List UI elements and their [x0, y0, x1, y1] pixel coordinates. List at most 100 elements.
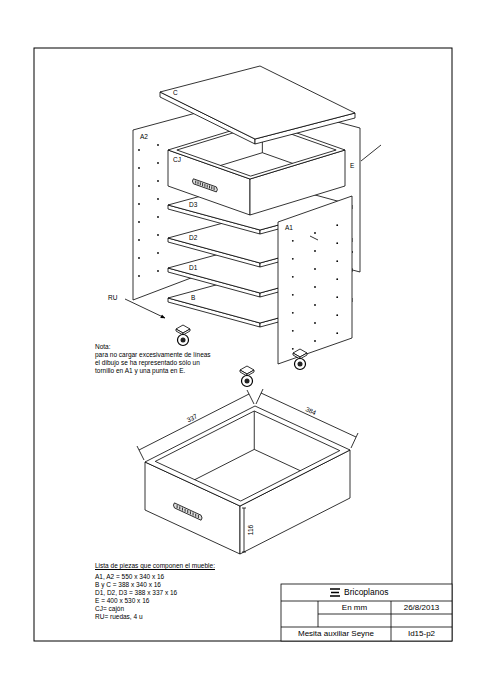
dimension-tick — [242, 508, 246, 509]
handle-grip — [202, 183, 203, 186]
wheel — [295, 359, 306, 370]
parts-list-item: E = 400 x 530 x 16 — [95, 597, 149, 605]
dimension-value: 384 — [304, 405, 317, 417]
dimension-line — [244, 508, 245, 552]
wheel-hub — [298, 362, 303, 367]
screw-hole — [314, 250, 316, 252]
screw-hole — [138, 167, 140, 169]
handle-grip — [214, 187, 215, 190]
note-heading: Nota: — [95, 343, 111, 351]
handle-grip — [190, 511, 191, 514]
screw-hole — [138, 185, 140, 187]
screw-hole — [292, 294, 294, 296]
drawer-inner-edge — [254, 411, 255, 449]
screw-hole — [292, 258, 294, 260]
screw-hole — [138, 149, 140, 151]
handle-grip — [177, 505, 178, 508]
drawer-handle — [173, 503, 202, 520]
part-name: D3 — [189, 201, 197, 209]
part-name: E — [350, 162, 354, 170]
screw-hole — [138, 257, 140, 259]
screw-hole — [157, 180, 159, 182]
dimension-line — [139, 394, 249, 450]
screw-hole — [336, 260, 338, 262]
wheel — [178, 335, 189, 346]
top-board — [160, 66, 355, 139]
extension-line — [247, 390, 254, 404]
screw-hole — [157, 234, 159, 236]
handle-grip — [195, 514, 196, 517]
screw-hole — [138, 221, 140, 223]
note-text: para no cargar excesivamente de líneas e… — [95, 351, 217, 374]
screw-hole — [336, 296, 338, 298]
screw-hole — [336, 332, 338, 334]
part-name: D1 — [189, 264, 197, 272]
screw-hole — [292, 330, 294, 332]
parts-list-item: RU= ruedas, 4 u — [95, 613, 143, 621]
drawer-inner-edge — [144, 449, 254, 505]
drawer-detail — [145, 406, 350, 506]
drawer-inner-edge — [254, 449, 349, 493]
page-frame — [34, 48, 452, 641]
handle-grip — [193, 513, 194, 516]
leader-line — [125, 299, 165, 318]
screw-hole — [314, 340, 316, 342]
handle-grip — [185, 509, 186, 512]
part-name: C — [173, 89, 178, 97]
date-cell: 26/8/2013 — [391, 603, 452, 613]
screw-hole — [336, 224, 338, 226]
screw-hole — [292, 240, 294, 242]
handle-grip — [204, 184, 205, 187]
screw-hole — [157, 144, 159, 146]
handle-grip — [182, 508, 183, 511]
dimension-line — [261, 393, 356, 437]
screw-hole — [138, 203, 140, 205]
parts-list-item: CJ= cajón — [95, 605, 124, 613]
handle-grip — [179, 506, 180, 509]
screw-hole — [314, 304, 316, 306]
screw-hole — [336, 314, 338, 316]
handle-grip — [209, 185, 210, 188]
screw-hole — [138, 275, 140, 277]
screw-hole — [336, 278, 338, 280]
part-name: CJ — [173, 156, 181, 164]
handle-grip — [187, 510, 188, 513]
wheel — [242, 376, 253, 387]
handle-grip — [198, 515, 199, 518]
company-name: Bricoplanos — [344, 587, 388, 597]
part-name: A2 — [140, 133, 148, 141]
leader-line — [361, 145, 381, 161]
screw-hole — [157, 270, 159, 272]
screw-hole — [157, 252, 159, 254]
handle-grip — [200, 182, 201, 185]
part-name: D2 — [189, 234, 197, 242]
screw-hole — [138, 239, 140, 241]
parts-list-item: D1, D2, D3 = 388 x 337 x 16 — [95, 589, 177, 597]
screw-hole — [157, 198, 159, 200]
dimension-value: 116 — [247, 525, 255, 535]
extension-line — [256, 389, 263, 404]
handle-grip — [198, 181, 199, 184]
wheel-hub — [245, 379, 250, 384]
part-name: B — [191, 294, 195, 302]
drawing-title: Mesita auxiliar Seyne — [281, 629, 391, 639]
screw-hole — [314, 286, 316, 288]
screw-hole — [292, 312, 294, 314]
parts-list-item: A1, A2 = 550 x 340 x 16 — [95, 573, 164, 581]
parts-list-item: B y C = 388 x 340 x 16 — [95, 581, 161, 589]
screw-hole — [292, 348, 294, 350]
handle-grip — [211, 186, 212, 189]
part-name: RU — [108, 294, 117, 302]
screw-hole — [292, 276, 294, 278]
drawer-handle — [192, 179, 217, 192]
drawer-inner-edge — [262, 153, 344, 182]
dimension-value: 337 — [185, 412, 198, 424]
screw-hole — [314, 268, 316, 270]
units-cell: En mm — [318, 603, 391, 613]
side-panel — [278, 196, 352, 364]
screw-hole — [314, 232, 316, 234]
dimension-tick — [242, 552, 246, 553]
parts-list-heading: Lista de piezas que componen el mueble: — [95, 562, 215, 570]
drawing-number: Id15-p2 — [391, 629, 452, 639]
